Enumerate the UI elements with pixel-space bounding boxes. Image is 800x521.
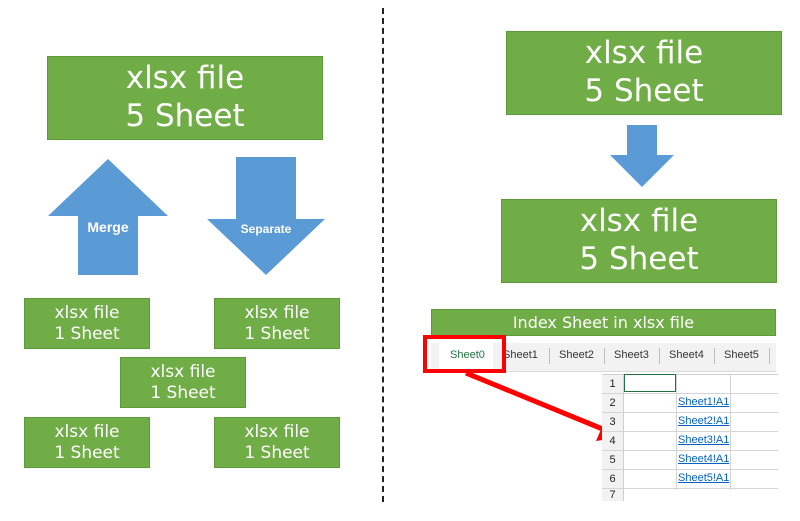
row-header: 2	[602, 394, 624, 412]
tab-sheet2[interactable]: Sheet2	[559, 349, 594, 361]
hyperlink-sheet3[interactable]: Sheet3!A1	[678, 434, 730, 446]
tab-sheet3[interactable]: Sheet3	[614, 349, 649, 361]
right-top-line2: 5 Sheet	[584, 73, 704, 109]
grid-col-line	[676, 374, 677, 490]
left-top-line2: 5 Sheet	[125, 98, 245, 134]
tab-separator	[714, 348, 715, 364]
right-bottom-box: xlsx file 5 Sheet	[501, 199, 777, 283]
tab-sheet5[interactable]: Sheet5	[724, 349, 759, 361]
box-line1: xlsx file	[54, 302, 120, 323]
grid-row-line	[602, 412, 778, 413]
sheet-tab-bar: Sheet0 Sheet1 Sheet2 Sheet3 Sheet4 Sheet…	[431, 343, 776, 372]
grid-row-line	[602, 469, 778, 470]
right-top-box: xlsx file 5 Sheet	[506, 31, 782, 115]
box-line1: xlsx file	[244, 421, 310, 442]
right-bottom-line2: 5 Sheet	[579, 241, 699, 277]
right-top-line1: xlsx file	[584, 35, 704, 72]
box-line1: xlsx file	[244, 302, 310, 323]
hyperlink-sheet5[interactable]: Sheet5!A1	[678, 472, 730, 484]
grid-row-line	[602, 488, 778, 489]
grid-row-line	[602, 431, 778, 432]
dashed-divider	[382, 8, 384, 502]
left-top-box: xlsx file 5 Sheet	[47, 56, 323, 140]
grid-top-border	[602, 374, 778, 375]
tab-separator	[769, 348, 770, 364]
hyperlink-sheet1[interactable]: Sheet1!A1	[678, 396, 730, 408]
row-header: 5	[602, 451, 624, 469]
grid-row-line	[602, 450, 778, 451]
separate-arrow-icon	[207, 157, 325, 275]
index-banner-text: Index Sheet in xlsx file	[512, 313, 695, 332]
index-banner: Index Sheet in xlsx file	[431, 309, 776, 336]
separate-label: Separate	[240, 222, 292, 236]
row-header: 1	[602, 375, 624, 393]
tab-separator	[549, 348, 550, 364]
highlight-box	[423, 335, 506, 373]
tab-separator	[604, 348, 605, 364]
row-header: 6	[602, 470, 624, 488]
hyperlink-sheet4[interactable]: Sheet4!A1	[678, 453, 730, 465]
box-line1: xlsx file	[54, 421, 120, 442]
box-line1: xlsx file	[150, 361, 216, 382]
right-bottom-line1: xlsx file	[579, 203, 699, 240]
spreadsheet-grid: 1 2 Sheet1!A1 3 Sheet2!A1 4 Sheet3!A1 5 …	[602, 374, 778, 501]
hyperlink-sheet2[interactable]: Sheet2!A1	[678, 415, 730, 427]
tab-sheet0[interactable]: Sheet0	[439, 343, 493, 371]
tab-sheet1[interactable]: Sheet1	[503, 349, 538, 361]
row-header: 3	[602, 413, 624, 431]
tab-separator	[659, 348, 660, 364]
row-header: 7	[602, 489, 624, 501]
merge-arrow-icon	[48, 159, 168, 275]
box-line2: 1 Sheet	[244, 442, 310, 463]
box-line2: 1 Sheet	[244, 323, 310, 344]
merge-label: Merge	[87, 219, 129, 235]
grid-col-line	[730, 374, 731, 490]
box-line2: 1 Sheet	[54, 323, 120, 344]
down-arrow-icon	[610, 125, 674, 187]
row-header: 4	[602, 432, 624, 450]
box-line2: 1 Sheet	[54, 442, 120, 463]
tab-sheet0-label: Sheet0	[450, 349, 485, 361]
grid-row-line	[602, 393, 778, 394]
tab-sheet4[interactable]: Sheet4	[669, 349, 704, 361]
selected-cell[interactable]	[624, 374, 676, 392]
box-line2: 1 Sheet	[150, 382, 216, 403]
left-top-line1: xlsx file	[125, 60, 245, 97]
